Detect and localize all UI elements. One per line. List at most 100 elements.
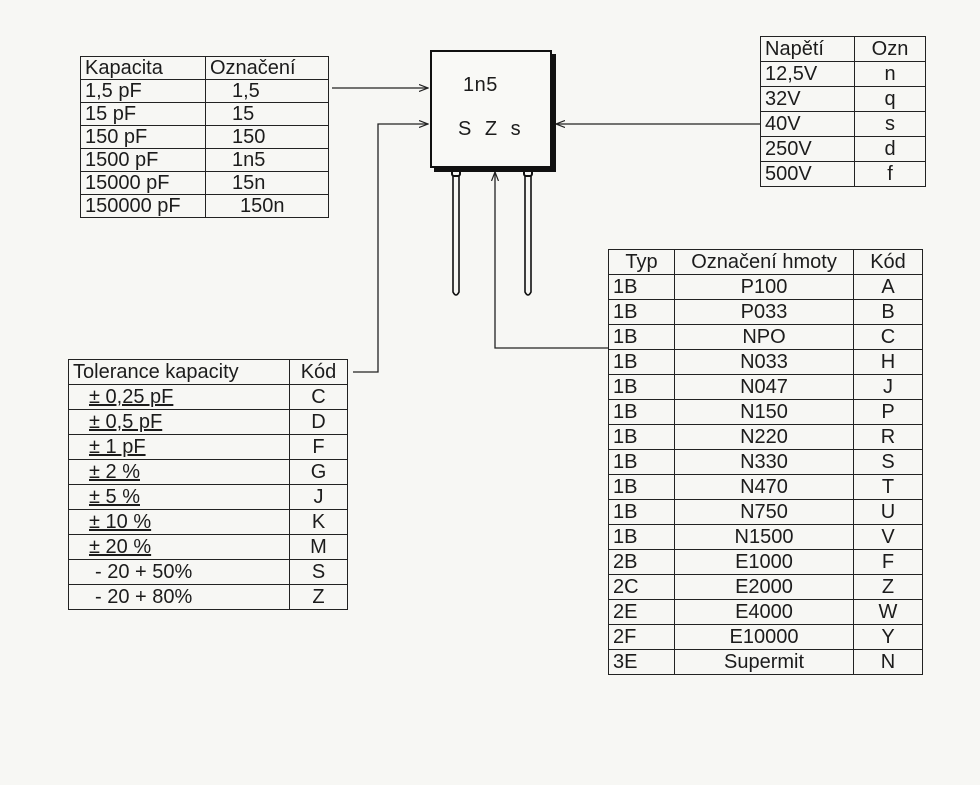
table-cell: 1B [608,474,675,500]
table-cell: 1500 pF [80,148,206,172]
table-row: ± 5 %J [68,484,348,510]
table-cell: 1,5 [205,79,329,103]
table-cell: N330 [674,449,854,475]
table-cell: 12,5V [760,61,855,87]
table-cell: N470 [674,474,854,500]
table-cell: 15 [205,102,329,126]
table-cell: Z [289,584,348,610]
table-cell: T [853,474,923,500]
table-cell: S [853,449,923,475]
table-cell: 150 pF [80,125,206,149]
lead-left [451,167,461,296]
table-cell: Z [853,574,923,600]
table-cell: 1B [608,499,675,525]
table-cell: - 20 + 50% [68,559,290,585]
arrow-tolerance [353,124,428,373]
header-cell: Označení [205,56,329,80]
table-cell: W [853,599,923,625]
table-cell: J [853,374,923,400]
header-cell: Kód [289,359,348,385]
table-row: ± 10 %K [68,509,348,535]
table-cell: f [854,161,926,187]
table-cell: 1B [608,349,675,375]
table-cell: N047 [674,374,854,400]
table-cell: G [289,459,348,485]
table-cell: ± 1 pF [68,434,290,460]
table-cell: C [289,384,348,410]
table-cell: U [853,499,923,525]
table-cell: 150n [205,194,329,218]
table-cell: Supermit [674,649,854,675]
table-cell: S [289,559,348,585]
header-cell: Ozn [854,36,926,62]
table-header: Kapacita Označení [80,56,329,80]
table-cell: B [853,299,923,325]
table-cell: 1B [608,449,675,475]
table-cell: M [289,534,348,560]
table-cell: 1B [608,274,675,300]
table-cell: 15n [205,171,329,195]
header-cell: Napětí [760,36,855,62]
table-cell: K [289,509,348,535]
table-cell: E2000 [674,574,854,600]
table-row: ± 20 %M [68,534,348,560]
table-row: - 20 + 50%S [68,559,348,585]
table-cell: NPO [674,324,854,350]
table-cell: F [853,549,923,575]
table-cell: N750 [674,499,854,525]
table-cell: P100 [674,274,854,300]
table-cell: D [289,409,348,435]
table-cell: 2F [608,624,675,650]
table-cell: 1B [608,399,675,425]
table-cell: 32V [760,86,855,112]
table-cell: 250V [760,136,855,162]
table-row: - 20 + 80%Z [68,584,348,610]
table-cell: d [854,136,926,162]
table-cell: 1,5 pF [80,79,206,103]
header-cell: Označení hmoty [674,249,854,275]
table-cell: H [853,349,923,375]
table-cell: Y [853,624,923,650]
arrow-material [495,172,608,349]
table-cell: N220 [674,424,854,450]
table-row: ± 2 %G [68,459,348,485]
table-cell: ± 0,5 pF [68,409,290,435]
table-cell: A [853,274,923,300]
table-cell: 1B [608,299,675,325]
table-cell: 1n5 [205,148,329,172]
capacitor-body: 1n5 S Z s [430,50,552,168]
header-cell: Kód [853,249,923,275]
table-cell: C [853,324,923,350]
table-cell: 500V [760,161,855,187]
table-cell: 15000 pF [80,171,206,195]
table-cell: ± 2 % [68,459,290,485]
header-cell: Typ [608,249,675,275]
table-cell: 2C [608,574,675,600]
table-header: Napětí Ozn [760,36,926,62]
table-cell: 1B [608,324,675,350]
table-cell: 150 [205,125,329,149]
table-cell: ± 5 % [68,484,290,510]
table-cell: 2B [608,549,675,575]
table-cell: N033 [674,349,854,375]
table-header: Typ Označení hmoty Kód [608,249,923,275]
table-cell: N [853,649,923,675]
lead-right [523,156,536,296]
